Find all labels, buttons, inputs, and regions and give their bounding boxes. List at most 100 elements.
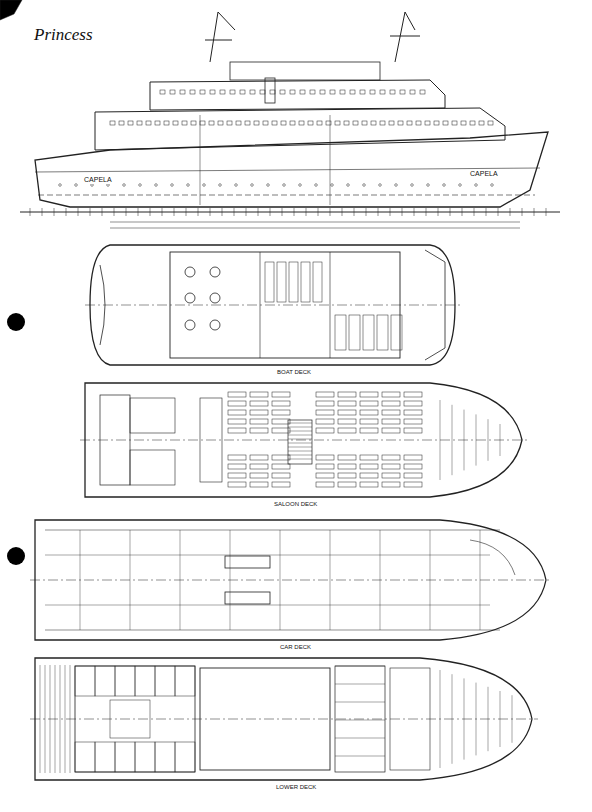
seat-row: [250, 428, 268, 433]
cabin: [95, 742, 115, 772]
porthole: [459, 184, 462, 187]
porthole: [299, 184, 302, 187]
window: [290, 90, 295, 94]
cabin-wall: [335, 684, 385, 685]
seat-row: [250, 401, 268, 406]
frame-line: [130, 530, 131, 630]
bridge-deck-house: [230, 62, 380, 80]
cabin-fitting: [335, 315, 346, 350]
store: [130, 450, 175, 485]
tank-frame: [45, 665, 46, 773]
forepeak-frame: [512, 695, 513, 743]
cabin-fitting: [277, 262, 286, 302]
window: [250, 90, 255, 94]
frame-tick: [78, 208, 79, 216]
frame-tick: [90, 208, 91, 216]
window: [245, 121, 250, 125]
kiosk: [200, 398, 222, 482]
lane-line: [45, 605, 490, 606]
seat-row: [316, 455, 334, 460]
cabin-fitting: [391, 315, 402, 350]
porthole: [491, 184, 494, 187]
window: [370, 90, 375, 94]
window: [182, 121, 187, 125]
cabin: [155, 666, 175, 696]
frame-tick: [486, 208, 487, 216]
seat-row: [360, 455, 378, 460]
window: [390, 90, 395, 94]
window: [335, 121, 340, 125]
porthole: [235, 184, 238, 187]
window: [173, 121, 178, 125]
porthole: [267, 184, 270, 187]
window: [146, 121, 151, 125]
stair-tread: [288, 443, 312, 444]
seat-row: [272, 410, 290, 415]
frame-tick: [222, 208, 223, 216]
seat-row: [250, 392, 268, 397]
seat-row: [250, 455, 268, 460]
handwritten-note: Princess: [32, 26, 95, 45]
table: [210, 320, 220, 330]
table: [185, 267, 195, 277]
frame-line: [230, 530, 231, 630]
window: [119, 121, 124, 125]
table: [185, 293, 195, 303]
window: [227, 121, 232, 125]
porthole: [123, 184, 126, 187]
porthole: [59, 184, 62, 187]
stair-tread: [288, 427, 312, 428]
seat-row: [382, 473, 400, 478]
window: [425, 121, 430, 125]
porthole: [283, 184, 286, 187]
seat-row: [382, 401, 400, 406]
frame-tick: [414, 208, 415, 216]
tank-frame: [70, 665, 71, 773]
cabin-fitting: [349, 315, 360, 350]
seat-row: [382, 428, 400, 433]
seat-row: [272, 392, 290, 397]
seat-row: [316, 428, 334, 433]
window: [160, 90, 165, 94]
hatch: [225, 592, 270, 604]
porthole: [91, 184, 94, 187]
centerline: [30, 580, 552, 581]
frame-tick: [114, 208, 115, 216]
window: [272, 121, 277, 125]
seat-row: [404, 464, 422, 469]
frame-tick: [546, 208, 547, 216]
porthole: [427, 184, 430, 187]
window: [190, 90, 195, 94]
window: [310, 90, 315, 94]
window: [137, 121, 142, 125]
table: [210, 293, 220, 303]
cabin-fitting: [301, 262, 310, 302]
lane-line: [45, 530, 500, 531]
stern-rail: [100, 265, 105, 345]
window: [340, 90, 345, 94]
seat-row: [272, 464, 290, 469]
frame-tick: [306, 208, 307, 216]
foredeck-frame: [476, 414, 477, 465]
tank-frame: [40, 665, 41, 773]
deck-title: CAR DECK: [278, 644, 313, 651]
seat-row: [250, 410, 268, 415]
window: [443, 121, 448, 125]
engine-room: [200, 668, 330, 770]
seat-row: [404, 410, 422, 415]
frame-tick: [294, 208, 295, 216]
seat-row: [316, 410, 334, 415]
seat-row: [360, 410, 378, 415]
window: [320, 90, 325, 94]
seat-row: [250, 419, 268, 424]
stair-well: [288, 420, 312, 464]
frame-tick: [498, 208, 499, 216]
window: [479, 121, 484, 125]
frame-tick: [234, 208, 235, 216]
cabin: [135, 742, 155, 772]
aft-mast: [390, 12, 420, 62]
window: [240, 90, 245, 94]
frame-tick: [42, 208, 43, 216]
cabin: [115, 742, 135, 772]
